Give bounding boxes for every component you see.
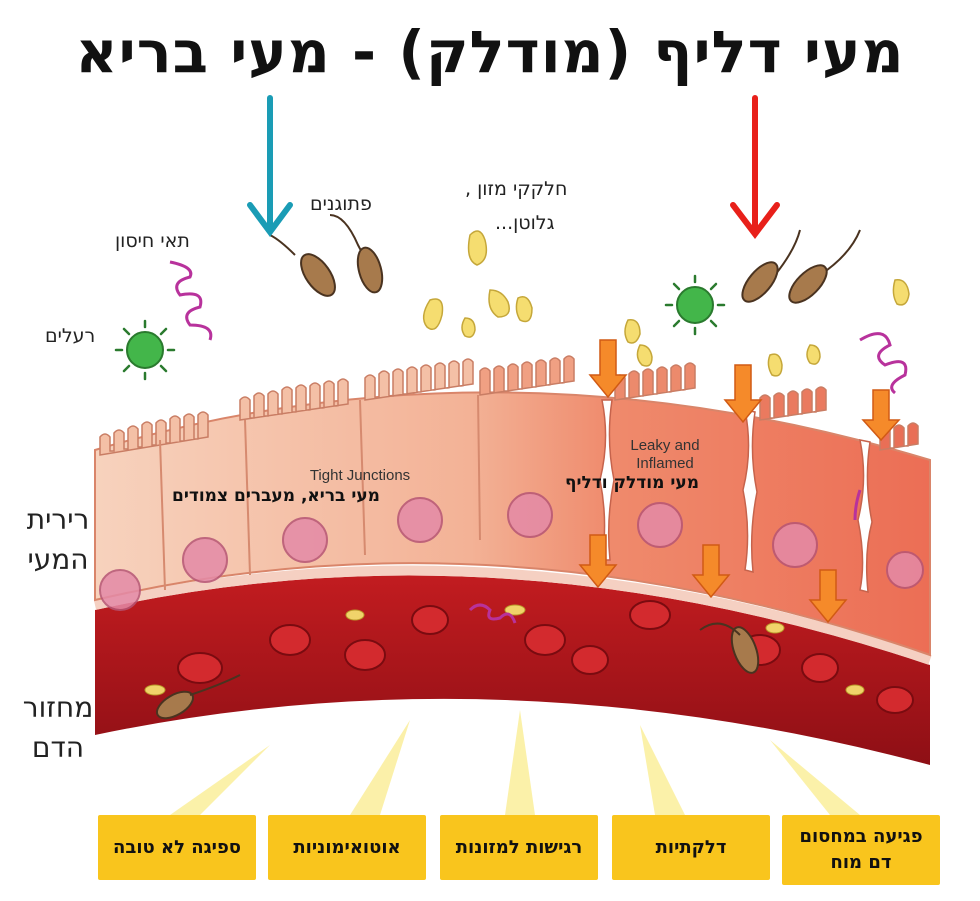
label-leaky-gut: מעי מודלק ודליף bbox=[565, 473, 699, 493]
leaky-arrow bbox=[730, 95, 780, 239]
nuclei bbox=[99, 492, 924, 611]
label-healthy-gut: מעי בריא, מעברים צמודים bbox=[172, 486, 380, 506]
label-toxins: רעלים bbox=[45, 325, 96, 347]
label-gut-lining-2: המעי bbox=[27, 543, 89, 576]
label-gut-lining: רירית המעי bbox=[8, 500, 108, 580]
healthy-arrow bbox=[247, 95, 293, 238]
food-particles-blood bbox=[144, 604, 865, 696]
vessel-wall bbox=[93, 565, 932, 665]
label-immune-cells: תאי חיסון bbox=[115, 230, 190, 252]
label-food-particles-2: גלוטן... bbox=[495, 212, 555, 234]
box-blood-brain-barrier: פגיעה במחסום דם מוח bbox=[782, 815, 940, 885]
box-autoimmunity: אוטואימוניות bbox=[268, 815, 426, 880]
microvilli bbox=[99, 355, 919, 456]
label-blood-2: הדם bbox=[31, 731, 85, 764]
label-pathogens: פתוגנים bbox=[310, 193, 372, 215]
box-malabsorption: ספיגה לא טובה bbox=[98, 815, 256, 880]
page-title: מעי דליף (מודלק) - מעי בריא bbox=[75, 18, 905, 86]
pathogens-healthy bbox=[269, 214, 384, 297]
box-inflammation: דלקתיות bbox=[612, 815, 770, 880]
pathogens-leaky bbox=[155, 229, 861, 720]
cell-boundaries bbox=[159, 394, 481, 591]
label-tight-junctions: Tight Junctions bbox=[309, 467, 411, 484]
label-leaky-en-2: Inflamed bbox=[636, 455, 694, 472]
label-blood: מחזור הדם bbox=[8, 688, 108, 768]
red-blood-cells bbox=[177, 600, 914, 714]
food-particles bbox=[422, 230, 910, 377]
box-food-sensitivity: רגישות למזונות bbox=[440, 815, 598, 880]
label-gut-lining-1: רירית bbox=[26, 503, 90, 536]
label-food-particles-1: חלקקי מזון , bbox=[465, 178, 568, 200]
pointer-beams bbox=[170, 710, 860, 815]
immune-response-text: תגובה חיסונית (IgG). תגובה של IgA. שחרור… bbox=[0, 0, 10, 6]
immune-response-curved: תגובה חיסונית (IgG). תגובה של IgA. שחרור… bbox=[0, 0, 10, 6]
immune-cell-spirals bbox=[169, 260, 908, 624]
leak-arrows bbox=[578, 339, 901, 624]
label-blood-1: מחזור bbox=[22, 691, 94, 724]
label-leaky-en-1: Leaky and bbox=[630, 437, 700, 454]
virus-toxins bbox=[126, 286, 714, 369]
